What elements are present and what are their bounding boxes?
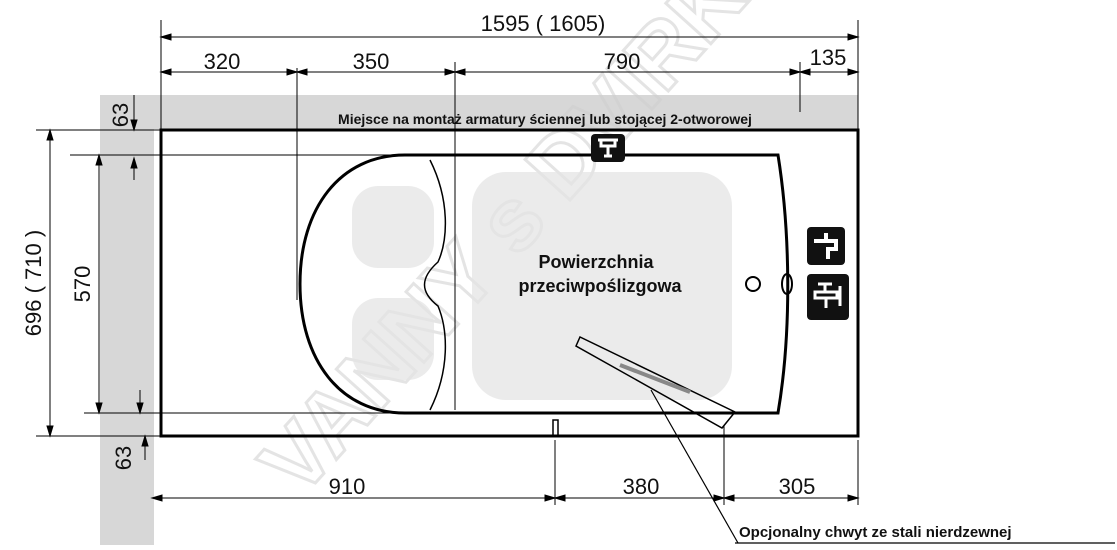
left-dimensions: [36, 95, 405, 460]
dimension-bottom-segment: 910: [329, 474, 366, 499]
backrest-curve: [423, 159, 447, 411]
standing-mixer-icon: [591, 134, 625, 162]
arrowhead: [453, 68, 466, 76]
mounting-area-note: Miejsce na montaż armatury ściennej lub …: [338, 111, 752, 127]
arrowhead: [95, 153, 103, 166]
dimension-top-segment: 135: [810, 45, 847, 70]
drain-hole: [745, 276, 761, 292]
top-dimensions: [159, 20, 860, 410]
bottom-dimensions: [150, 425, 860, 505]
arrowhead: [553, 494, 566, 502]
icon-glyph: [814, 233, 838, 259]
grab-handle-outline: [575, 335, 737, 429]
dimension-bottom-segment: 380: [623, 474, 660, 499]
arrowhead: [722, 494, 735, 502]
watermark-shape: [352, 186, 434, 268]
arrowhead: [159, 33, 172, 41]
mounting-area-strip-left: [100, 95, 154, 545]
inner-basin: [298, 153, 790, 415]
icon-background: [807, 227, 845, 265]
dimension-top-segment: 320: [204, 49, 241, 74]
arrowhead: [130, 119, 138, 132]
arrowhead: [136, 402, 144, 415]
wall-mixer-icon: [807, 274, 849, 320]
arrowhead: [713, 494, 726, 502]
arrowhead: [46, 128, 54, 141]
dimension-overall-width: 696 ( 710 ): [21, 230, 46, 336]
icon-glyph: [598, 138, 618, 158]
icon-glyph: [813, 282, 842, 308]
arrowhead: [150, 494, 163, 502]
dimension-side-offset-bottom: 63: [111, 446, 136, 470]
overflow-hole: [781, 273, 793, 295]
arrowhead: [46, 425, 54, 438]
arrowhead: [798, 68, 811, 76]
dimension-top-segment: 350: [353, 49, 390, 74]
mounting-area-strip-top: [100, 95, 858, 129]
arrowhead: [847, 33, 860, 41]
watermark-shape: [472, 172, 732, 400]
arrowhead: [847, 68, 860, 76]
bathtub-outline: [159, 128, 860, 438]
arrowhead: [444, 68, 457, 76]
arrowhead: [141, 434, 149, 447]
callout-leader: [650, 389, 739, 544]
dimension-inner-width: 570: [70, 266, 95, 303]
arrowhead: [130, 156, 138, 169]
grab-handle: [575, 335, 737, 429]
surface-label-line2: przeciwpoślizgowa: [518, 276, 682, 296]
arrowhead: [847, 494, 860, 502]
arrowhead: [95, 402, 103, 415]
grab-handle-bar: [619, 363, 691, 394]
arrowhead: [544, 494, 557, 502]
grab-handle-label: Opcjonalny chwyt ze stali nierdzewnej: [739, 524, 1012, 541]
bottom-notch: [552, 419, 559, 436]
surface-label-line1: Powierzchnia: [538, 252, 654, 272]
dimension-top-segment: 790: [604, 49, 641, 74]
dimension-overall-length: 1595 ( 1605): [481, 11, 606, 36]
arrowhead: [286, 68, 299, 76]
arrowhead: [789, 68, 802, 76]
dimension-bottom-segment: 305: [779, 474, 816, 499]
dimension-side-offset-top: 63: [108, 103, 133, 127]
bath-spout-icon: [807, 227, 845, 265]
arrowhead: [295, 68, 308, 76]
watermark-shape: [352, 298, 434, 380]
arrowhead: [159, 68, 172, 76]
